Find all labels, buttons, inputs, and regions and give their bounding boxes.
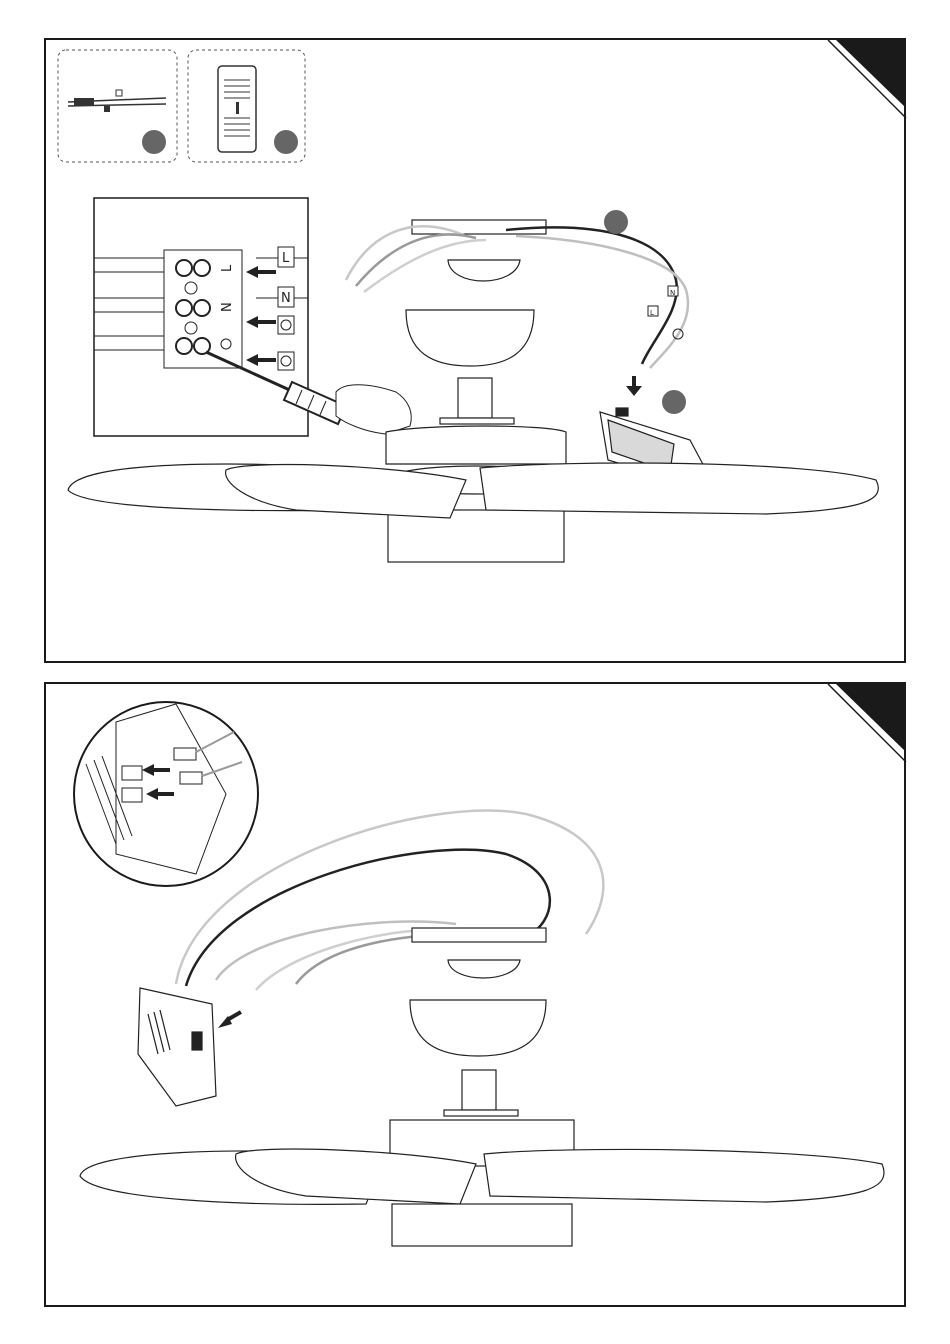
terminal-label-l: L [220, 264, 235, 272]
connector-part-icon [68, 90, 166, 112]
circle-badge-icon [142, 130, 166, 154]
wall-label-n: N [281, 291, 291, 306]
panel-1-illustration: L N L N [46, 40, 908, 665]
wall-label-l: L [282, 251, 290, 266]
step-panel-2 [44, 682, 906, 1307]
terminal-label-n: N [220, 302, 235, 312]
connector-tag-n: N [670, 289, 675, 297]
circle-badge-icon [274, 130, 298, 154]
arrow-icon [218, 1010, 242, 1028]
step-corner-marker [836, 40, 906, 108]
receiver-part-icon [218, 66, 256, 152]
circle-badge-icon [604, 210, 628, 234]
step-corner-marker [836, 684, 906, 752]
step-panel-1: L N L N [44, 38, 906, 663]
hand-outline [336, 385, 411, 434]
panel-2-illustration [46, 684, 908, 1309]
arrow-icon [626, 376, 642, 396]
circle-badge-icon [662, 390, 686, 414]
receiver-box-icon [138, 988, 216, 1106]
connector-tag-l: L [650, 309, 654, 317]
